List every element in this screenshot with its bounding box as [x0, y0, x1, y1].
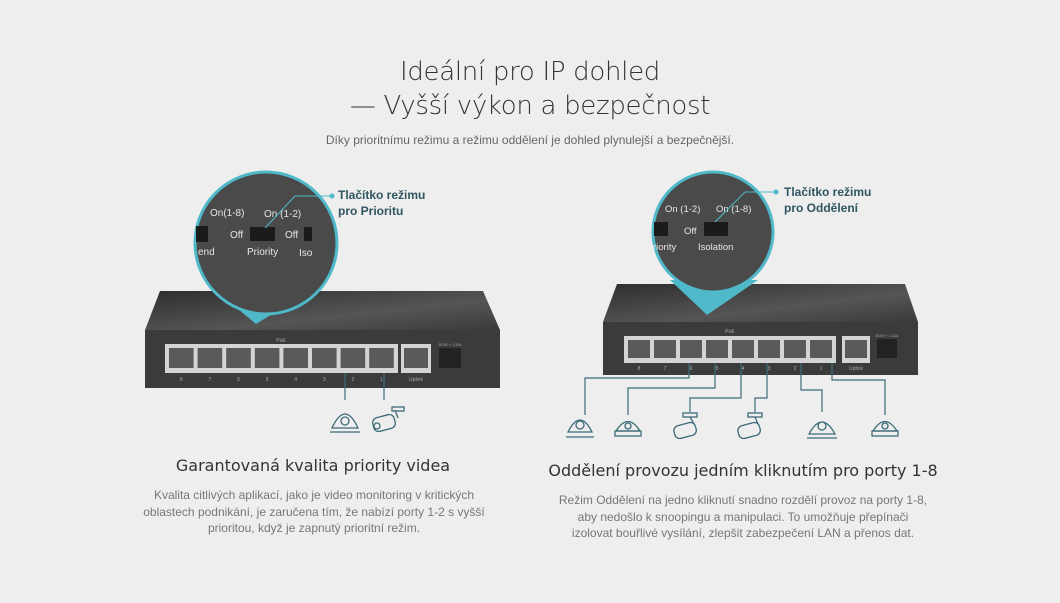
power-jack [439, 348, 461, 368]
dome-camera-icon [614, 420, 642, 437]
ethernet-port [254, 348, 280, 368]
port-number-label: 5 [266, 377, 269, 383]
callout-dot [773, 189, 779, 195]
uplink-port [845, 340, 867, 358]
ethernet-port [369, 348, 394, 368]
ethernet-port [654, 340, 676, 358]
port-group: 8 7 6 5 4 3 2 1 [169, 348, 394, 383]
bullet-camera-icon [372, 406, 405, 433]
isolation-toggle [304, 227, 312, 241]
mag-label: end [198, 247, 215, 258]
port-number-label: 4 [742, 366, 745, 372]
ethernet-port [810, 340, 832, 358]
port-number-label: 2 [352, 377, 355, 383]
poe-label: PoE [725, 329, 735, 335]
mag-label: Isolation [698, 242, 733, 253]
mag-label: riority [653, 242, 676, 253]
port-number-label: 2 [794, 366, 797, 372]
mag-label: Off [230, 230, 243, 241]
dome-camera-icon [566, 419, 594, 438]
switch-priority: PoE 8 7 6 5 4 3 2 1 Uplink 53.5V ⎓ 1.31A On(1-8… [145, 170, 500, 433]
priority-toggle [654, 222, 668, 236]
callout-line [714, 191, 776, 223]
port-group: 8 7 6 5 4 3 2 1 [628, 340, 832, 372]
priority-toggle [250, 227, 275, 241]
magnifier-circle [193, 170, 339, 316]
uplink-label: Uplink [409, 377, 423, 383]
switch-top [145, 291, 500, 330]
mag-label: Iso [299, 248, 313, 259]
title-line-2: — Vyšší výkon a bezpečnost [349, 91, 711, 121]
mag-label: On(1-8) [210, 208, 244, 219]
callout-line [264, 195, 332, 229]
mag-label: Priority [247, 247, 278, 258]
uplink-port [404, 348, 428, 368]
ethernet-port [312, 348, 337, 368]
isolation-toggle [704, 222, 728, 236]
port-number-label: 1 [820, 366, 823, 372]
mag-label: Off [285, 230, 298, 241]
page-title: Ideální pro IP dohled — Vyšší výkon a be… [0, 55, 1060, 123]
port-number-label: 6 [690, 366, 693, 372]
ethernet-port [732, 340, 754, 358]
port-number-label: 8 [638, 366, 641, 372]
port-number-label: 1 [380, 377, 383, 383]
mag-label: Off [684, 226, 697, 237]
dome-camera-icon [807, 421, 837, 439]
ethernet-port [226, 348, 251, 368]
ethernet-port [680, 340, 702, 358]
priority-button-callout: Tlačítko režimu pro Prioritu [338, 187, 425, 219]
priority-heading: Garantovaná kvalita priority videa [175, 456, 451, 475]
port-number-label: 8 [180, 377, 183, 383]
isolation-button-callout: Tlačítko režimu pro Oddělení [784, 184, 871, 216]
mag-label: On (1-2) [264, 209, 301, 220]
dome-camera-icon [330, 413, 360, 433]
port-number-label: 7 [209, 377, 212, 383]
port-number-label: 3 [323, 377, 326, 383]
port-number-label: 4 [294, 377, 297, 383]
ethernet-port [628, 340, 650, 358]
ethernet-port [784, 340, 806, 358]
dome-camera-icon [871, 420, 899, 437]
callout-dot [329, 193, 335, 199]
ethernet-port [169, 348, 194, 368]
callout-text: Tlačítko režimu [784, 185, 872, 199]
title-line-1: Ideální pro IP dohled [399, 57, 660, 87]
power-label: 53.5V ⎓ 1.31A [875, 334, 899, 338]
ethernet-port [283, 348, 308, 368]
port-number-label: 3 [768, 366, 771, 372]
port-number-label: 6 [237, 377, 240, 383]
isolation-description: Režim Oddělení na jedno kliknutí snadno … [558, 493, 928, 540]
priority-description: Kvalita citlivých aplikací, jako je vide… [143, 488, 485, 535]
ethernet-port [340, 348, 366, 368]
uplink-label: Uplink [849, 366, 863, 372]
port-number-label: 5 [716, 366, 719, 372]
power-label: 53.5V ⎓ 1.31A [438, 343, 462, 347]
mag-label: On (1-8) [716, 204, 751, 215]
callout-text: pro Oddělení [784, 201, 859, 215]
cables [584, 363, 886, 415]
switch-isolation: PoE 8 7 6 5 4 3 2 1 Uplink 53.5V ⎓ 1.31A On (1-… [566, 170, 918, 440]
poe-label: PoE [276, 338, 286, 344]
bullet-camera-icon [737, 412, 763, 440]
power-jack [877, 339, 897, 358]
ethernet-port [758, 340, 780, 358]
mag-label: On (1-2) [665, 204, 700, 215]
isolation-heading: Oddělení provozu jedním kliknutím pro po… [548, 461, 938, 480]
page-subtitle: Díky prioritnímu režimu a režimu oddělen… [325, 133, 735, 147]
switch-toggle [196, 226, 208, 242]
callout-text: pro Prioritu [338, 204, 404, 218]
switch-top [603, 284, 918, 322]
port-number-label: 7 [664, 366, 667, 372]
ethernet-port [197, 348, 223, 368]
callout-text: Tlačítko režimu [338, 188, 426, 202]
bullet-camera-icon [673, 412, 698, 440]
ethernet-port [706, 340, 728, 358]
